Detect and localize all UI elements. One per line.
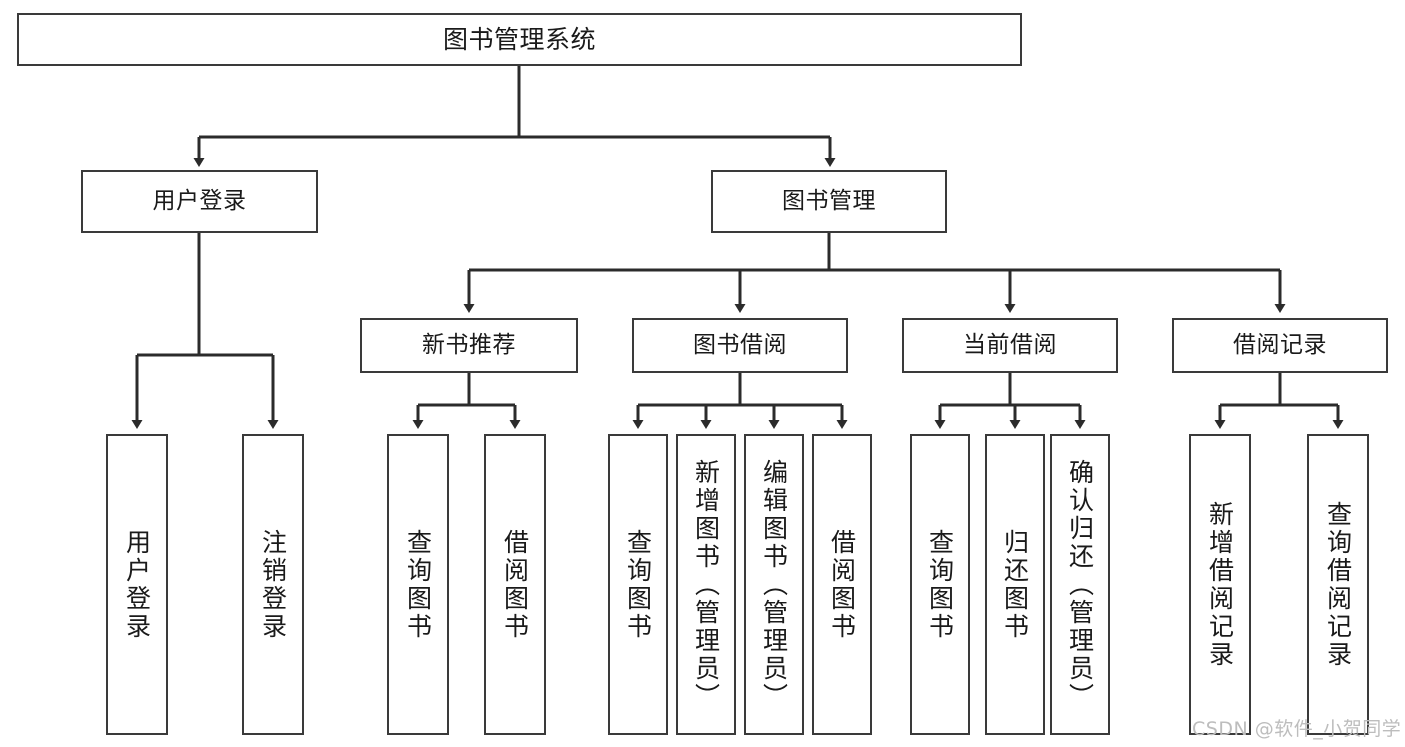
node-label: 借阅图书	[827, 528, 857, 641]
node-leaf-add-borrow-record[interactable]: 新增借阅记录	[1189, 434, 1251, 735]
node-leaf-logout[interactable]: 注销登录	[242, 434, 304, 735]
node-label: 用户登录	[122, 528, 152, 641]
node-leaf-query-book-3[interactable]: 查询图书	[910, 434, 970, 735]
node-label: 新书推荐	[422, 331, 516, 358]
node-label: 确认归还（管理员）	[1065, 458, 1095, 711]
node-new-book-recommend[interactable]: 新书推荐	[360, 318, 578, 373]
node-leaf-query-book-2[interactable]: 查询图书	[608, 434, 668, 735]
node-leaf-add-book-admin[interactable]: 新增图书（管理员）	[676, 434, 736, 735]
node-leaf-edit-book-admin[interactable]: 编辑图书（管理员）	[744, 434, 804, 735]
node-label: 编辑图书（管理员）	[759, 458, 789, 711]
node-current-borrow[interactable]: 当前借阅	[902, 318, 1118, 373]
node-leaf-query-borrow-record[interactable]: 查询借阅记录	[1307, 434, 1369, 735]
node-leaf-confirm-return-admin[interactable]: 确认归还（管理员）	[1050, 434, 1110, 735]
node-label: 新增图书（管理员）	[691, 458, 721, 711]
node-label: 查询图书	[623, 528, 653, 641]
node-book-borrow[interactable]: 图书借阅	[632, 318, 848, 373]
node-label: 归还图书	[1000, 528, 1030, 641]
node-leaf-query-book-1[interactable]: 查询图书	[387, 434, 449, 735]
node-label: 新增借阅记录	[1205, 500, 1235, 669]
node-label: 当前借阅	[963, 331, 1057, 358]
node-label: 用户登录	[152, 187, 247, 214]
node-label: 图书借阅	[693, 331, 787, 358]
node-label: 借阅记录	[1233, 331, 1327, 358]
csdn-watermark: CSDN @软件_小贺同学	[1192, 718, 1402, 740]
node-leaf-return-book[interactable]: 归还图书	[985, 434, 1045, 735]
node-leaf-borrow-book-1[interactable]: 借阅图书	[484, 434, 546, 735]
node-leaf-borrow-book-2[interactable]: 借阅图书	[812, 434, 872, 735]
node-label: 查询借阅记录	[1323, 500, 1353, 669]
node-root-system[interactable]: 图书管理系统	[17, 13, 1022, 66]
node-label: 注销登录	[258, 528, 288, 641]
node-label: 查询图书	[925, 528, 955, 641]
node-label: 查询图书	[403, 528, 433, 641]
node-borrow-record[interactable]: 借阅记录	[1172, 318, 1388, 373]
node-leaf-user-login[interactable]: 用户登录	[106, 434, 168, 735]
node-user-login[interactable]: 用户登录	[81, 170, 318, 233]
node-label: 借阅图书	[500, 528, 530, 641]
node-label: 图书管理	[782, 187, 876, 214]
node-label: 图书管理系统	[442, 24, 596, 54]
node-book-management[interactable]: 图书管理	[711, 170, 947, 233]
